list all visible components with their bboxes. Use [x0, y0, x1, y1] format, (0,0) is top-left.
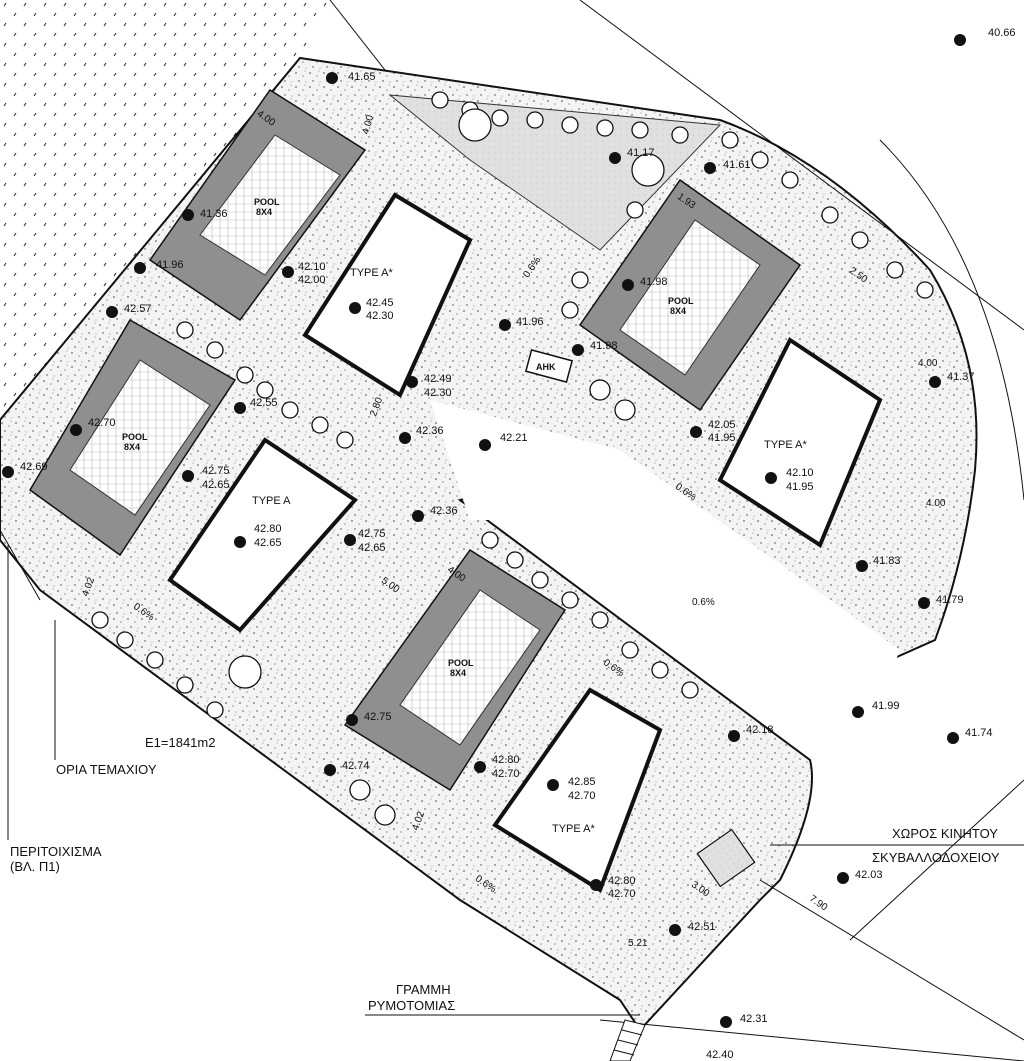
level-value: 41.96: [156, 259, 184, 271]
level-value: 42.31: [740, 1013, 768, 1025]
level-value: 42.74: [342, 760, 370, 772]
level-value: 41.99: [872, 700, 900, 712]
pool-size: 8X4: [256, 207, 272, 217]
level-value: 42.30: [424, 387, 452, 399]
level-value: 42.75: [364, 711, 392, 723]
pool-size: 8X4: [124, 442, 140, 452]
dimension: 4.00: [926, 498, 946, 509]
level-value: 41.79: [936, 594, 964, 606]
slope: 0.6%: [692, 597, 715, 608]
level-value: 42.36: [430, 505, 458, 517]
level-value: 42.75: [358, 528, 386, 540]
pool-label: POOL: [448, 658, 474, 668]
pool-size: 8X4: [450, 668, 466, 678]
level-value: 42.40: [706, 1049, 734, 1061]
level-value: 41.61: [723, 159, 751, 171]
bin-area-note: ΧΩΡΟΣ ΚΙΝΗΤΟΥ: [892, 826, 998, 841]
level-value: 42.69: [20, 461, 48, 473]
level-value: 42.70: [88, 417, 116, 429]
entry-steps: [609, 1019, 646, 1061]
level-value: 42.21: [500, 432, 528, 444]
level-markers: [2, 34, 966, 1028]
trees: [91, 91, 934, 826]
level-value: 42.00: [298, 274, 326, 286]
level-values: 40.66 41.65 41.17 41.61 41.36 41.96 42.1…: [20, 27, 1016, 1061]
level-value: 42.55: [250, 397, 278, 409]
level-value: 41.36: [200, 208, 228, 220]
level-value: 42.18: [746, 724, 774, 736]
level-value: 42.65: [202, 479, 230, 491]
level-value: 42.57: [124, 303, 152, 315]
dimension: 4.00: [918, 358, 938, 369]
level-value: 42.65: [358, 542, 386, 554]
dimension: 4.00: [361, 114, 377, 136]
level-value: 42.75: [202, 465, 230, 477]
perimeter-wall-ref: (ΒΛ. Π1): [10, 859, 60, 874]
house-level: 41.95: [786, 481, 814, 493]
access-road: [430, 400, 900, 700]
level-value: 42.49: [424, 373, 452, 385]
pool-size: 8X4: [670, 306, 686, 316]
pool-label: POOL: [254, 197, 280, 207]
level-value: 41.17: [627, 147, 655, 159]
level-value: 41.95: [708, 432, 736, 444]
perimeter-wall-note: ΠΕΡΙΤΟΙΧΙΣΜΑ: [10, 844, 102, 859]
level-value: 42.03: [855, 869, 883, 881]
neighbour-land: [0, 0, 330, 420]
house-type-label: TYPE A*: [350, 267, 394, 279]
house-type-label: TYPE A*: [552, 823, 596, 835]
pool-labels: POOL 8X4 POOL 8X4 POOL 8X4 POOL 8X4: [122, 197, 694, 678]
level-value: 41.96: [516, 316, 544, 328]
bin-area-note-2: ΣΚΥΒΑΛΛΟΔΟΧΕΙΟΥ: [872, 850, 1000, 865]
street-line-note-2: ΡΥΜΟΤΟΜΙΑΣ: [368, 998, 455, 1013]
meter-box: [524, 349, 574, 383]
level-value: 41.65: [348, 71, 376, 83]
level-value: 42.10: [298, 261, 326, 273]
street-line-note: ΓΡΑΜΜΗ: [396, 982, 451, 997]
house-level: 42.45: [366, 297, 394, 309]
pool-label: POOL: [122, 432, 148, 442]
level-value: 42.80: [608, 875, 636, 887]
house-1: [148, 88, 473, 398]
house-2: [29, 318, 359, 633]
level-value: 41.37: [947, 371, 975, 383]
house-level: 42.10: [786, 467, 814, 479]
meter-label: ΑΗΚ: [536, 362, 556, 372]
house-level: 42.65: [254, 537, 282, 549]
house-level: 42.80: [254, 523, 282, 535]
level-value: 41.98: [590, 340, 618, 352]
house-type-label: TYPE A: [252, 495, 291, 507]
house-level: 42.85: [568, 776, 596, 788]
level-value: 42.36: [416, 425, 444, 437]
annotations: [7, 545, 1024, 1016]
level-value: 41.83: [873, 555, 901, 567]
house-labels: TYPE A* 42.45 42.30 TYPE A 42.80 42.65 T…: [252, 267, 814, 835]
house-level: 42.30: [366, 310, 394, 322]
plot-boundary-note: ΟΡΙΑ ΤΕΜΑΧΙΟΥ: [56, 762, 157, 777]
area-label: E1=1841m2: [145, 735, 215, 750]
house-type-label: TYPE A*: [764, 439, 808, 451]
level-value: 42.70: [492, 768, 520, 780]
level-value: 40.66: [988, 27, 1016, 39]
level-value: 42.80: [492, 754, 520, 766]
level-value: 41.98: [640, 276, 668, 288]
level-value: 42.70: [608, 888, 636, 900]
house-level: 42.70: [568, 790, 596, 802]
pool-label: POOL: [668, 296, 694, 306]
dimension: 5.21: [628, 938, 648, 949]
house-3: [578, 178, 883, 548]
level-value: 42.05: [708, 419, 736, 431]
level-value: 42.51: [688, 921, 716, 933]
bin-area: [696, 828, 756, 888]
level-value: 41.74: [965, 727, 993, 739]
house-4: [343, 548, 663, 893]
